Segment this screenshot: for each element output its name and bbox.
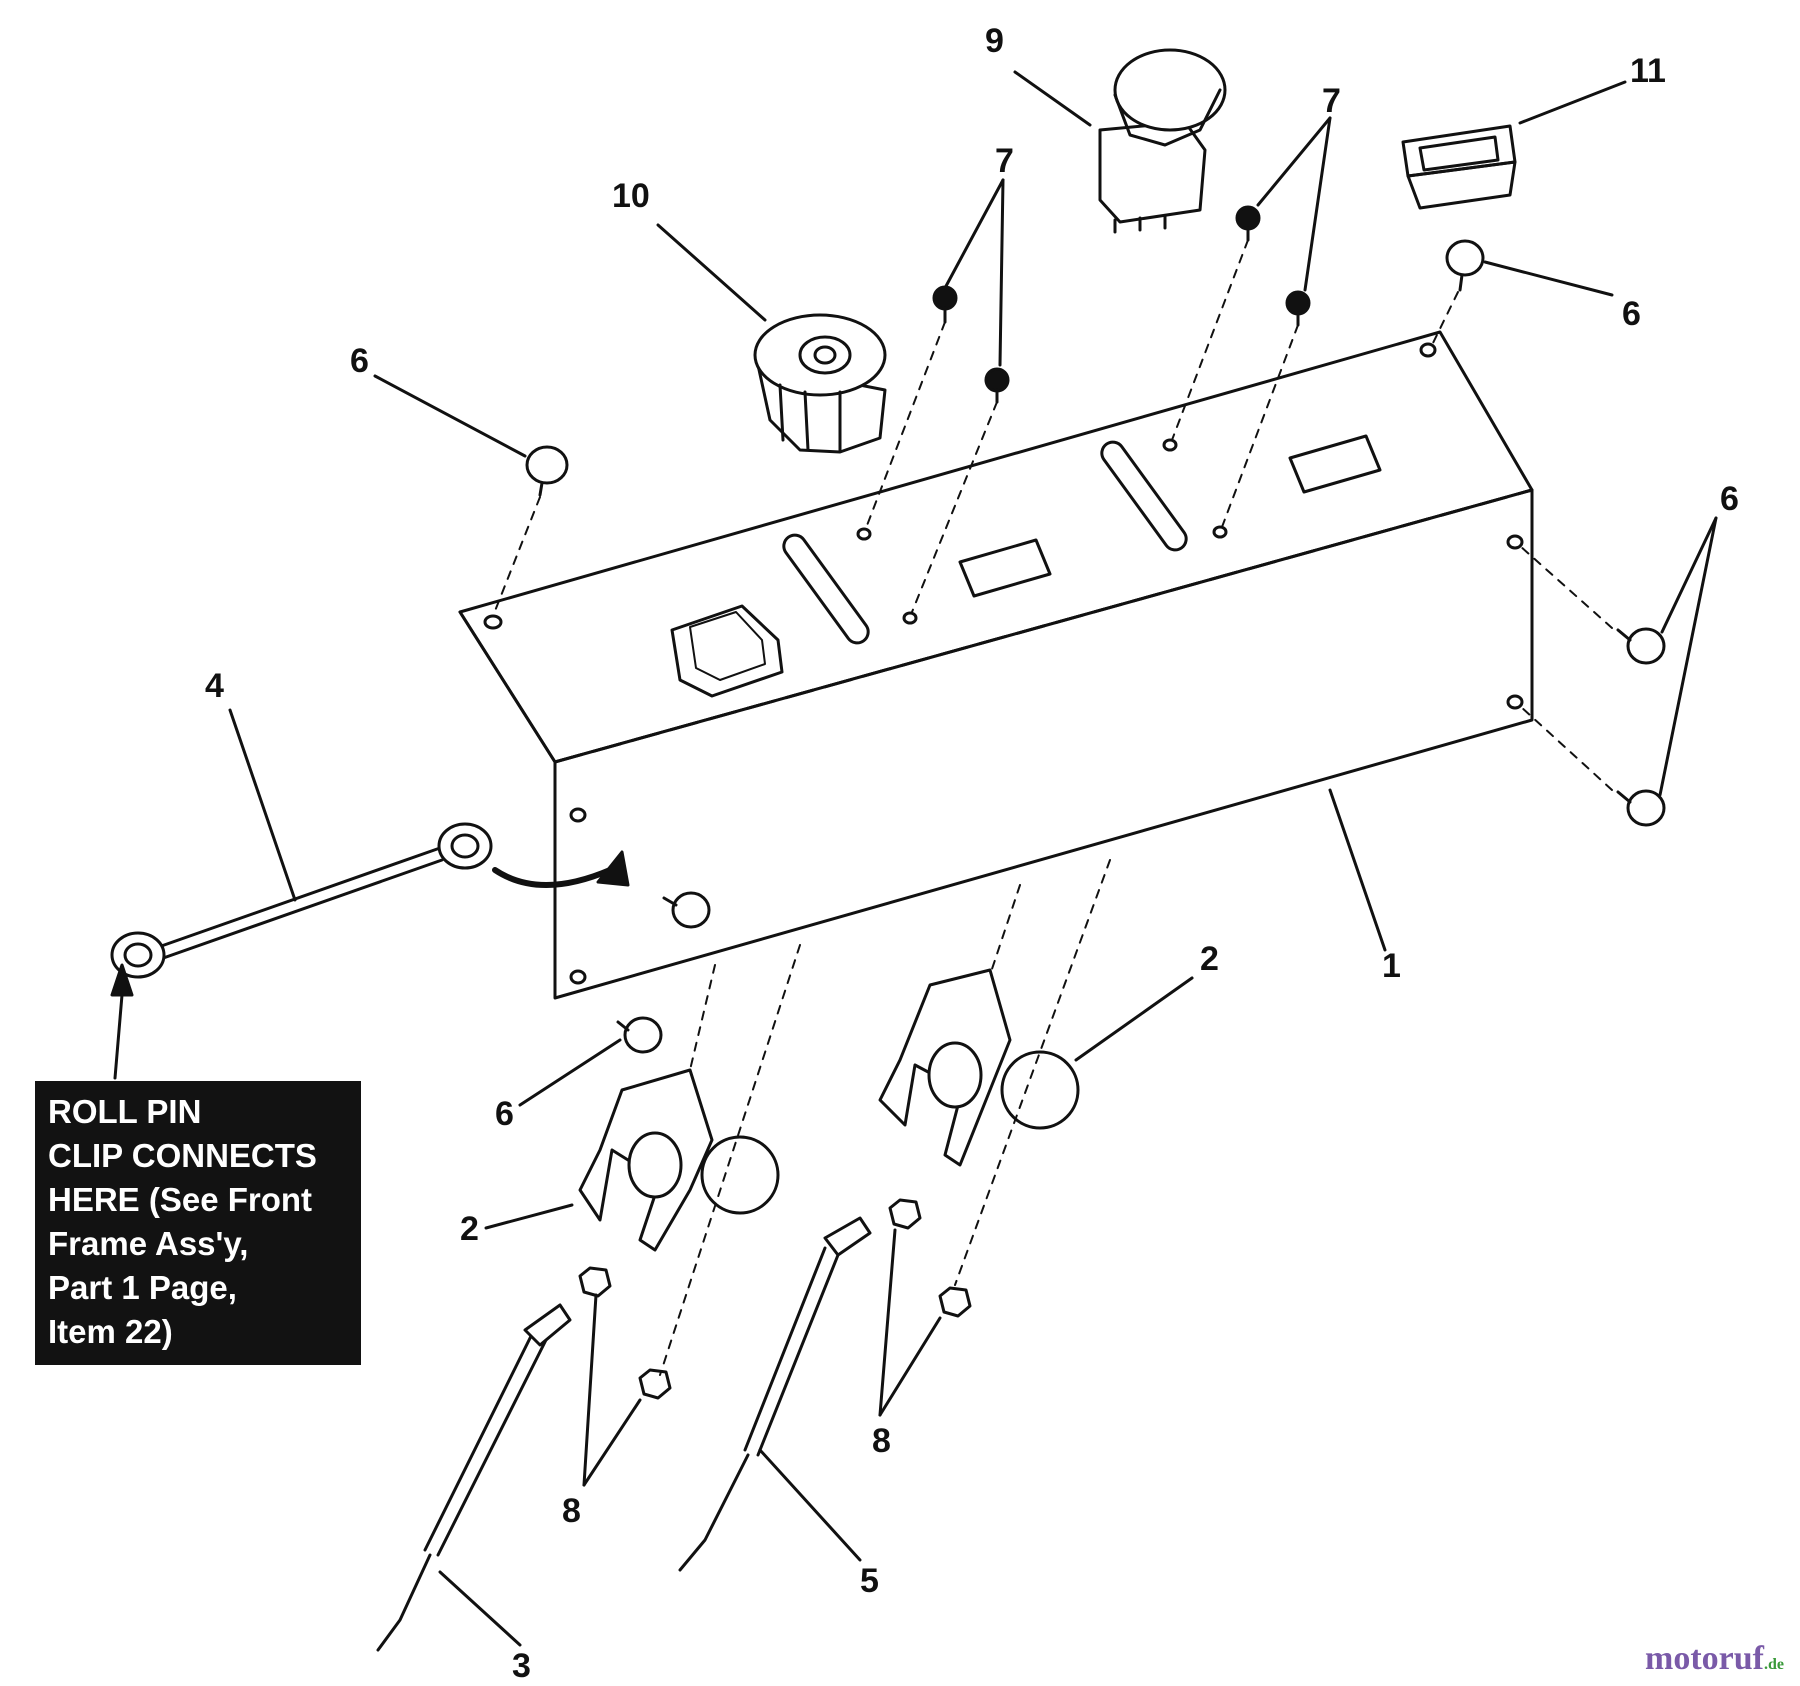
roll-pin-clip-rod — [110, 822, 493, 979]
callout-10: 10 — [612, 177, 650, 215]
callout-4: 4 — [205, 667, 224, 705]
watermark-logo: motoruf.de — [1645, 1640, 1784, 1678]
dash-panel — [458, 330, 1534, 1000]
callout-3: 3 — [512, 1647, 531, 1685]
watermark-tld: .de — [1764, 1656, 1784, 1673]
callouts: 9 11 7 7 10 6 6 6 4 1 2 6 2 8 8 5 3 — [205, 22, 1739, 1685]
up-arrow-icon — [110, 963, 134, 997]
curved-arrow-icon — [492, 867, 613, 888]
pto-switch-icon — [1098, 48, 1227, 234]
fasteners — [525, 205, 1666, 1400]
callout-8-right: 8 — [872, 1422, 891, 1460]
control-lever-right — [878, 968, 1080, 1167]
callout-6-right: 6 — [1720, 480, 1739, 518]
leader-lines — [113, 70, 1718, 1647]
callout-2-left: 2 — [460, 1210, 479, 1248]
control-lever-left — [578, 1068, 780, 1252]
cable-3 — [376, 1303, 572, 1652]
key-switch-icon — [753, 313, 887, 454]
callout-6-bottom: 6 — [495, 1095, 514, 1133]
roll-pin-note-box — [35, 1081, 361, 1365]
hour-meter-icon — [1401, 124, 1517, 210]
callout-9: 9 — [985, 22, 1004, 60]
cable-5 — [678, 1216, 872, 1572]
callout-7-left: 7 — [995, 142, 1014, 180]
callout-11: 11 — [1630, 52, 1666, 90]
callout-6-topleft: 6 — [350, 342, 369, 380]
callout-7-right: 7 — [1322, 82, 1341, 120]
watermark-main: motoruf — [1645, 1640, 1764, 1677]
callout-2-right: 2 — [1200, 940, 1219, 978]
callout-6-topright: 6 — [1622, 295, 1641, 333]
callout-5: 5 — [860, 1562, 879, 1600]
callout-8-left: 8 — [562, 1492, 581, 1530]
assembly-lines — [492, 239, 1613, 1376]
roll-pin-note: ROLL PIN CLIP CONNECTS HERE (See Front F… — [48, 1093, 317, 1350]
callout-1: 1 — [1382, 947, 1401, 985]
